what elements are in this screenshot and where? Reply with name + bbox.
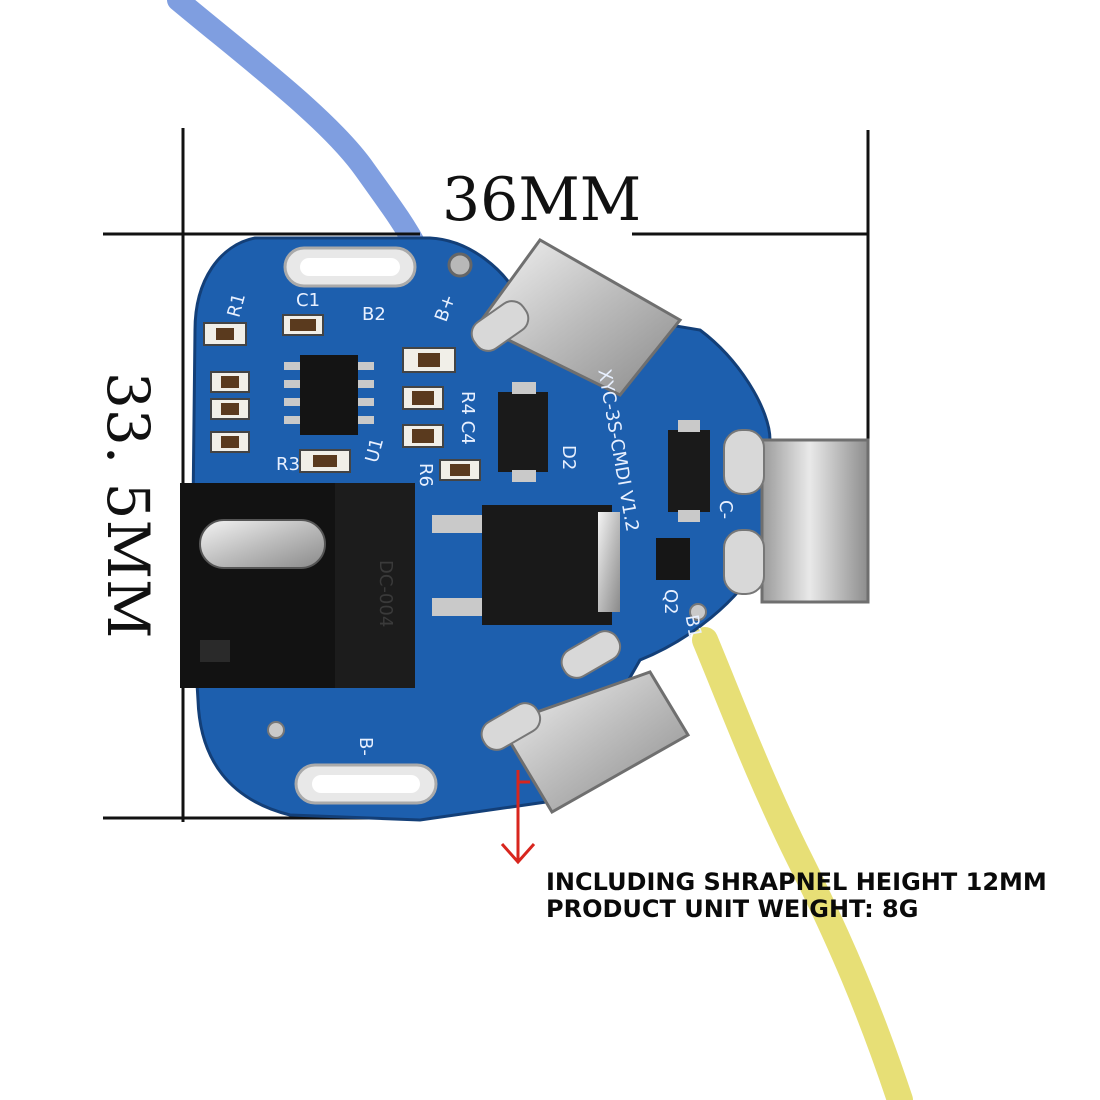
label-r6: R6 — [415, 463, 436, 487]
smd-components — [203, 314, 481, 481]
caption-line-2: PRODUCT UNIT WEIGHT: 8G — [546, 895, 919, 923]
width-dimension-label: 36MM — [442, 165, 641, 235]
diode-right — [668, 420, 710, 522]
label-r3: R3 — [276, 454, 300, 475]
dimension-lines — [103, 128, 870, 822]
dc-connector — [180, 483, 415, 688]
spec-caption: INCLUDING SHRAPNEL HEIGHT 12MM PRODUCT U… — [546, 869, 1086, 923]
transistor-q2 — [656, 538, 690, 580]
label-q2: Q2 — [660, 589, 681, 615]
shrapnel-contact-right — [723, 429, 870, 604]
chip-u1 — [284, 355, 374, 435]
label-c-minus: C- — [715, 500, 736, 519]
shrapnel-contact-top — [470, 238, 683, 397]
label-b-minus: B- — [355, 737, 376, 756]
diode-d2 — [498, 382, 548, 482]
mount-hole — [447, 252, 473, 278]
label-d2: D2 — [558, 445, 579, 470]
yellow-wire — [692, 627, 913, 1100]
caption-line-1: INCLUDING SHRAPNEL HEIGHT 12MM — [546, 868, 1047, 896]
label-b1: B1 — [681, 613, 706, 640]
label-connector: DC-004 — [375, 560, 396, 627]
height-arrow — [500, 770, 536, 865]
mosfet — [432, 505, 620, 625]
height-dimension-label: 33. 5MM — [94, 372, 162, 638]
label-c1: C1 — [296, 290, 320, 311]
label-b2: B2 — [362, 304, 386, 325]
blue-wire — [167, 0, 429, 261]
shrapnel-contact-bottom — [480, 630, 691, 815]
label-r4c4: R4 C4 — [457, 391, 478, 445]
